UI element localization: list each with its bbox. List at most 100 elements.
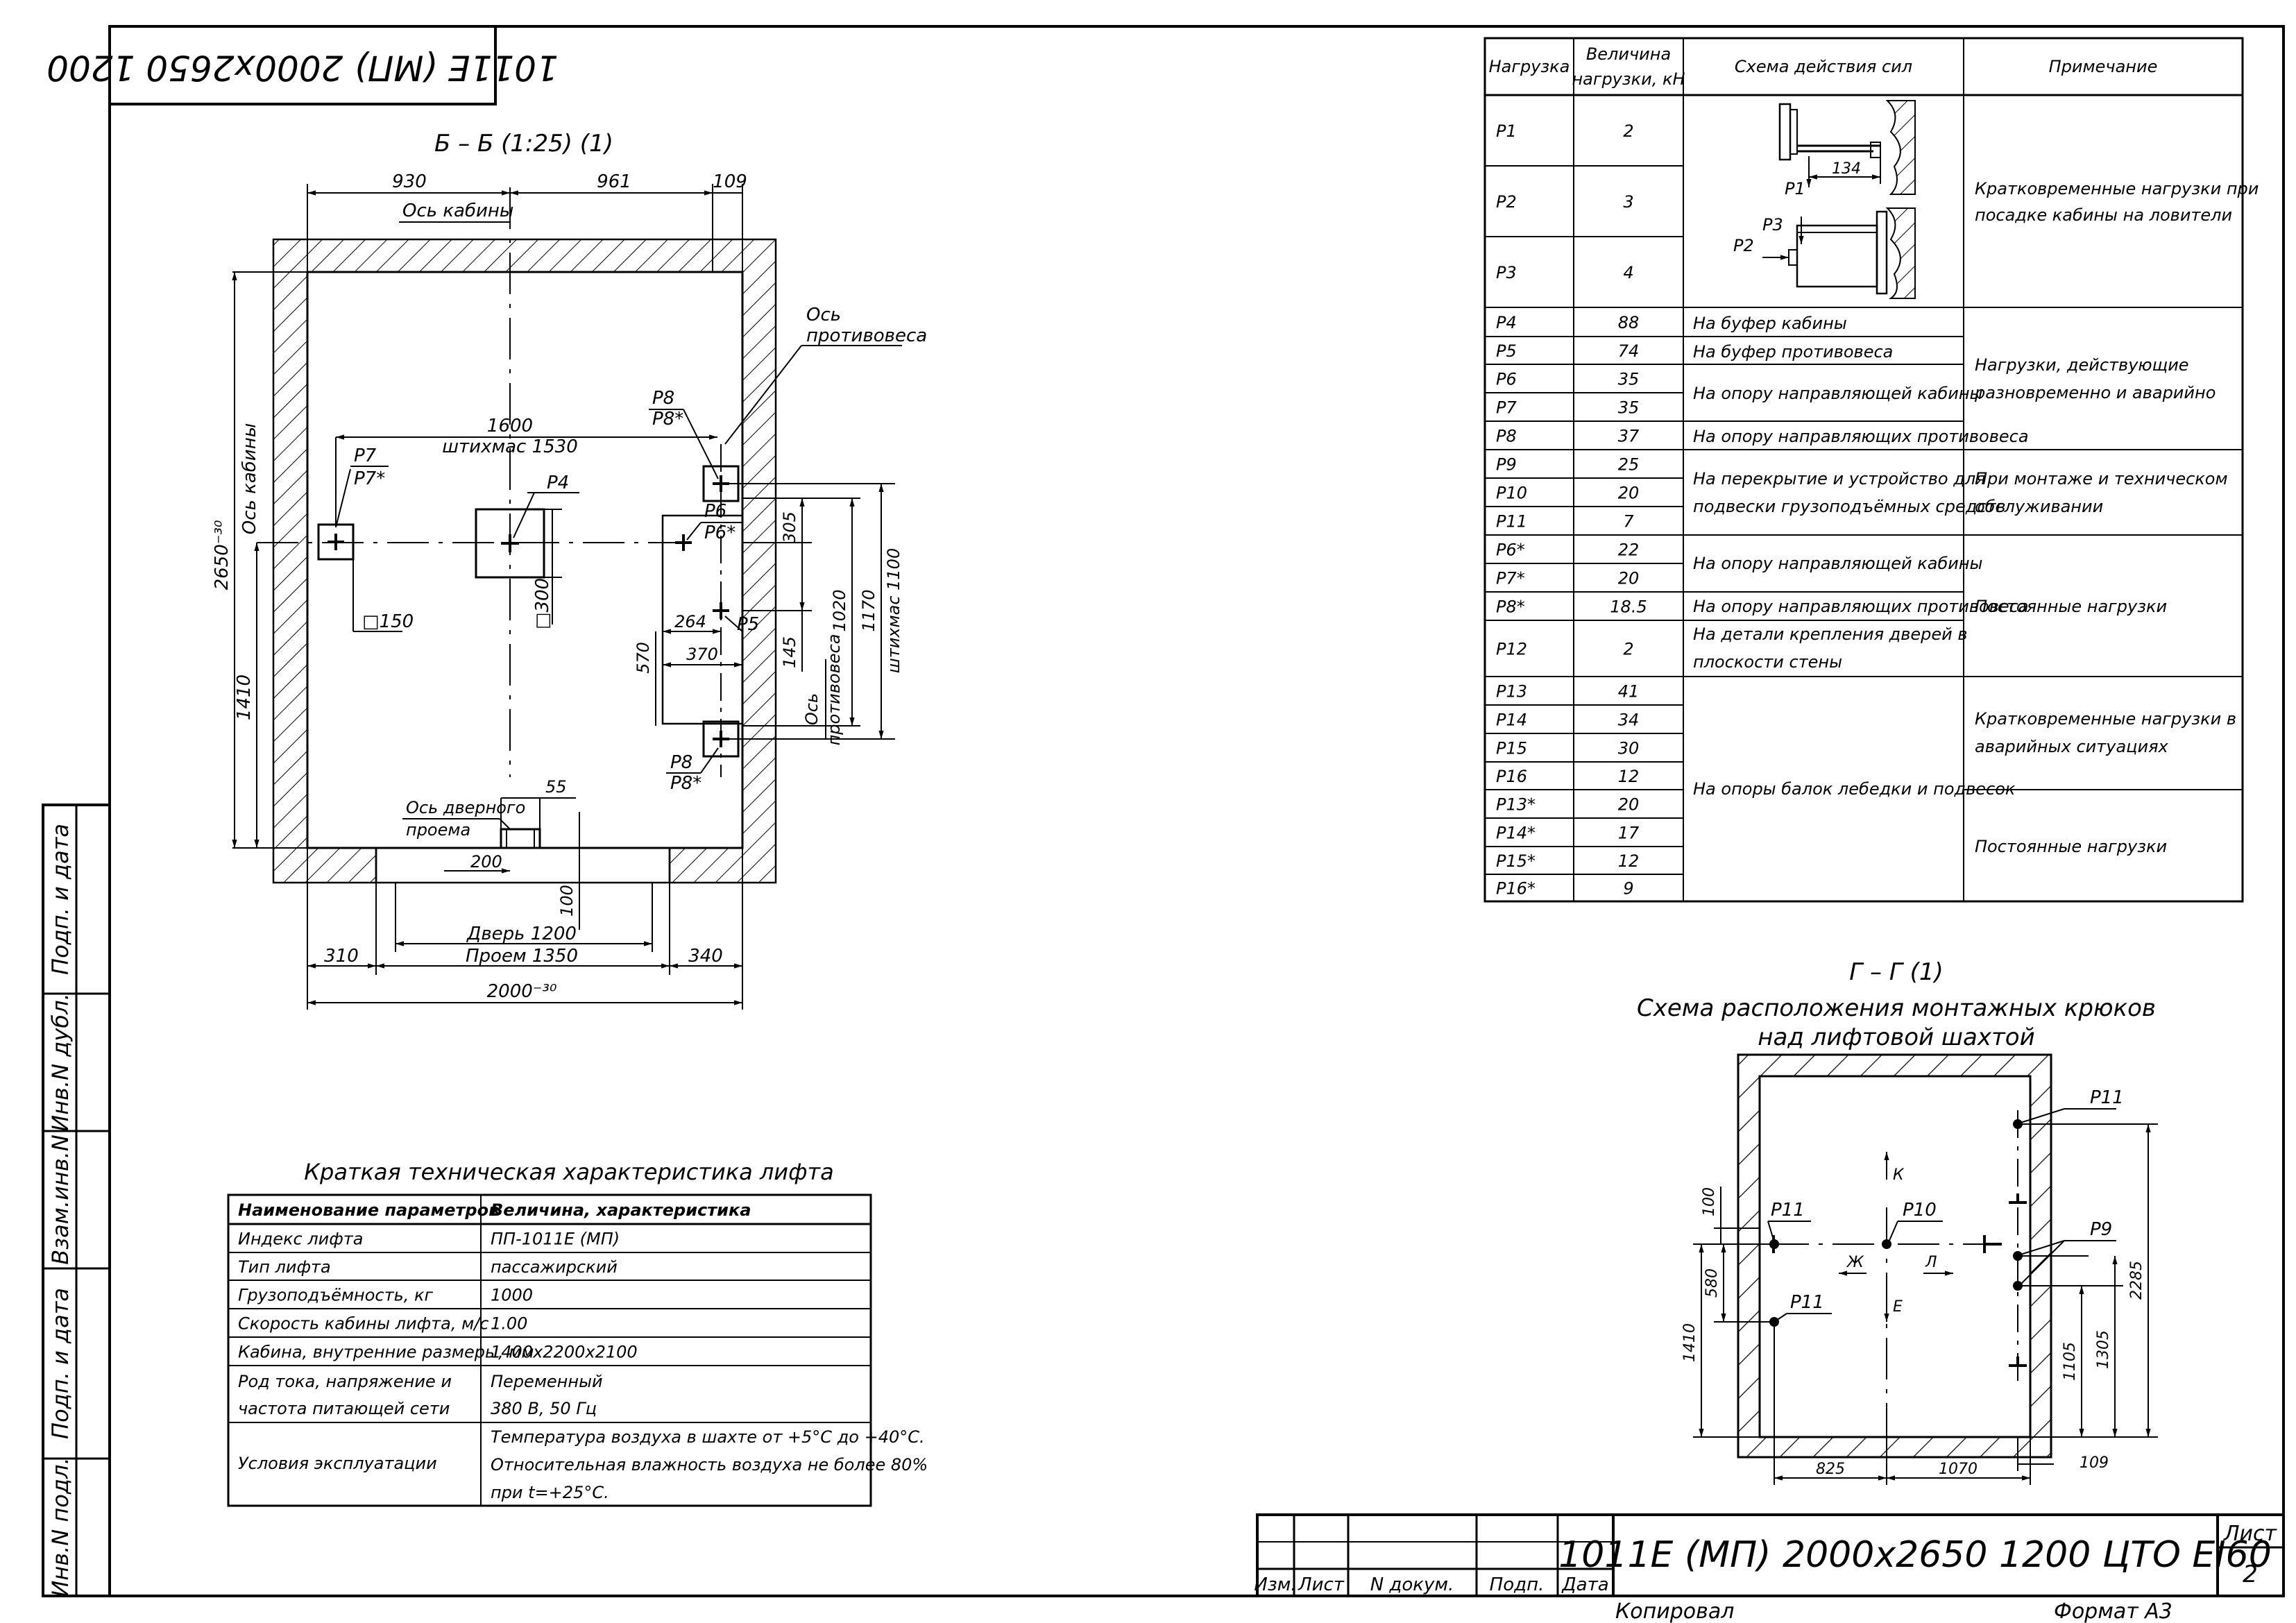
specs-param-name: Тип лифта [238,1257,331,1277]
table-cell-value: 20 [1618,484,1640,503]
note-6: Постоянные нагрузки [1975,837,2167,856]
buffer-p4 [475,508,545,579]
specs-conditions-value-2: Относительная влажность воздуха не более… [491,1455,928,1475]
diagram-p1: P1 [1785,179,1805,198]
specs-param-name: Кабина, внутренние размеры, мм [238,1343,534,1362]
scheme-p67: На опору направляющей кабины [1693,384,1983,403]
table-cell-value: 35 [1618,370,1640,389]
table-cell-value: 25 [1618,455,1640,475]
footer-format: Формат А3 [2054,1599,2172,1623]
table-cell-value: 17 [1618,824,1640,843]
specs-param-name: Индекс лифта [238,1230,363,1249]
label-p8s-top: P8* [652,409,683,430]
label-p8-top: P8 [652,388,674,409]
specs-param-value: 1400x2200x2100 [491,1343,638,1362]
section-bb: Б – Б (1:25) (1) 930 961 109 Ось кабины … [212,130,927,1010]
label-p7s: P7* [354,468,385,489]
table-cell-load: P15* [1496,851,1536,871]
scheme-p9-2: подвески грузоподъёмных средств [1693,497,2006,516]
label-p4: P4 [547,473,569,493]
side-stamp-4: Подп. и дата [47,1288,74,1439]
dim-370: 370 [686,645,718,664]
dim-100: 100 [557,885,577,917]
scheme-p5: На буфер противовеса [1693,342,1893,362]
label-p6: P6 [704,501,726,522]
table-cell-load: P5 [1496,341,1517,361]
title-sheet-number: 2 [2243,1561,2258,1588]
dim-305: 305 [780,511,799,543]
note-2-line1: Нагрузки, действующие [1975,355,2189,375]
section-gg: Г – Г (1) Схема расположения монтажных к… [1637,958,2158,1485]
table-cell-value: 20 [1618,795,1640,815]
table-header-scheme: Схема действия сил [1735,57,1912,76]
force-scheme-diagram: 134 P1 P2 P3 [1733,100,1916,299]
specs-table: Краткая техническая характеристика лифта… [227,1159,928,1507]
note-cells: Кратковременные нагрузки при посадке каб… [1964,179,2259,856]
table-cell-value: 37 [1618,427,1640,446]
designation-stamp: 1011E (МП) 2000x2650 1200 [46,25,559,105]
specs-title: Краткая техническая характеристика лифта [304,1159,833,1185]
dim-109: 109 [713,171,747,192]
dim-1600: 1600 [487,416,533,436]
table-cell-value: 74 [1618,341,1640,361]
shaft-top-walls [1737,1053,2052,1459]
note-1-line1: Кратковременные нагрузки при [1975,179,2259,198]
direction-l: Л [1925,1254,1937,1271]
table-cell-load: P10 [1496,484,1527,503]
specs-conditions-name: Условия эксплуатации [238,1454,437,1473]
side-stamp-5: Инв.N подл. [47,1457,74,1597]
dim-310: 310 [324,946,359,967]
table-cell-value: 7 [1623,512,1634,532]
table-cell-load: P8 [1496,427,1517,446]
note-5-line1: Кратковременные нагрузки в [1975,709,2236,729]
table-cell-load: P2 [1496,192,1517,212]
table-cell-value: 20 [1618,569,1640,588]
table-header-value-1: Величина [1586,44,1671,64]
table-cell-value: 12 [1618,851,1640,871]
door-element [500,828,541,849]
table-header-value-2: нагрузки, кН [1572,69,1685,89]
diagram-p3: P3 [1762,215,1783,235]
label-sq300: □300 [532,578,553,629]
diagram-dim-134: 134 [1832,160,1861,178]
specs-param-value: 1.00 [491,1314,527,1334]
table-cell-load: P7 [1496,398,1517,418]
specs-param-value: ПП-1011Е (МП) [491,1230,620,1249]
label-cw-axis-v1: Ось [802,693,822,725]
section-gg-subtitle-1: Схема расположения монтажных крюков [1637,994,2156,1022]
specs-param-value: пассажирский [491,1257,618,1277]
table-cell-value: 12 [1618,767,1640,786]
table-header-note: Примечание [2049,57,2158,76]
dim-570: 570 [633,642,653,674]
dim-shtihmas-1530: штихмас 1530 [442,436,578,457]
gg-label-p11-a: P11 [1771,1200,1805,1221]
label-cw-axis-1: Ось [806,305,841,325]
label-p5: P5 [737,614,759,635]
dim-door-1200: Дверь 1200 [466,924,577,944]
dim-200: 200 [470,852,502,872]
side-stamp-column: Подп. и дата Инв.N дубл. Взам.инв.N Подп… [42,804,111,1597]
gg-dim-580: 580 [1703,1268,1721,1298]
table-cell-load: P16 [1496,767,1527,786]
table-cell-load: P12 [1496,640,1527,659]
table-cell-load: P13 [1496,682,1527,702]
gg-dim-1305: 1305 [2095,1330,2112,1369]
note-2-line2: разновременно и аварийно [1974,383,2216,402]
table-cell-load: P15 [1496,739,1527,758]
gg-dim-109: 109 [2080,1454,2109,1472]
section-bb-title: Б – Б (1:25) (1) [434,130,613,158]
note-5-line2: аварийных ситуациях [1975,737,2169,756]
table-cell-value: 4 [1623,263,1633,282]
label-p8s-bottom: P8* [670,773,701,794]
scheme-p9-1: На перекрытие и устройство для [1693,469,1986,488]
specs-current-value-1: Переменный [491,1372,603,1391]
table-cell-load: P4 [1496,313,1517,332]
table-cell-load: P7* [1496,569,1525,588]
table-header-load: Нагрузка [1489,57,1570,76]
title-col-date: Дата [1561,1574,1608,1595]
gg-dim-1105: 1105 [2061,1342,2079,1381]
dim-1170: 1170 [859,589,878,631]
table-cell-load: P16* [1496,879,1536,899]
note-1-line2: посадке кабины на ловители [1975,205,2232,225]
dim-1410: 1410 [234,674,255,720]
